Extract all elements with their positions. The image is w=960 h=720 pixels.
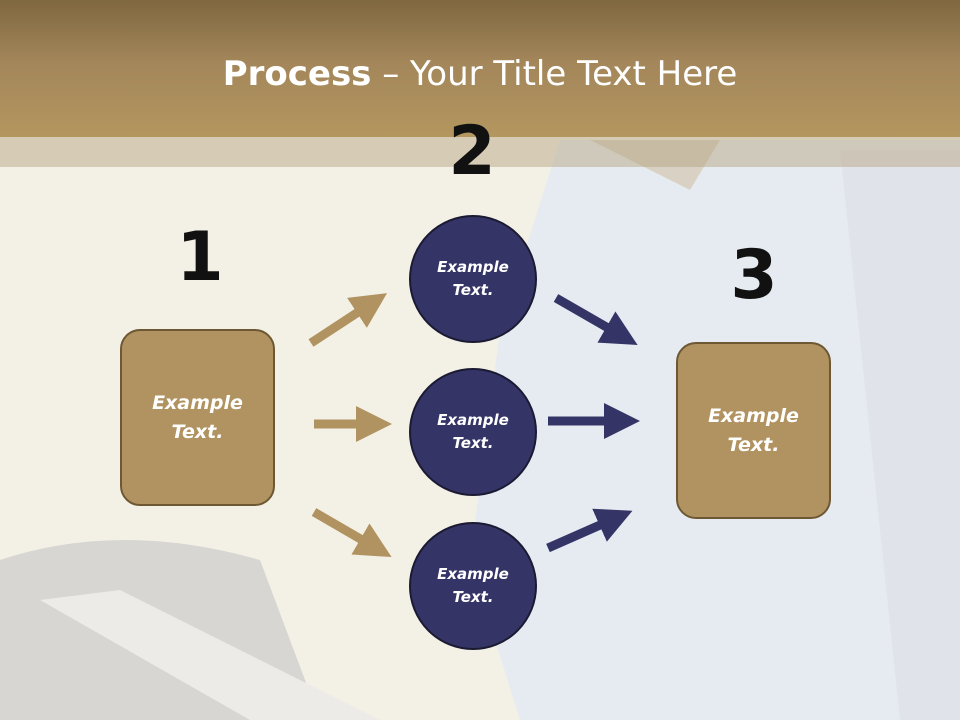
step1-box: Example Text. <box>120 329 275 506</box>
page-title: Process – Your Title Text Here <box>0 50 960 98</box>
step2-circle-middle: Example Text. <box>409 368 537 496</box>
step1-box-text: Example Text. <box>152 391 243 443</box>
title-rest: – Your Title Text Here <box>371 54 738 94</box>
arrow-bottom-to-right <box>546 508 633 553</box>
step2-circle-bottom: Example Text. <box>409 522 537 650</box>
title-bold: Process <box>222 54 372 94</box>
header-strip <box>0 137 960 167</box>
step-number-2: 2 <box>448 112 496 191</box>
step3-box-text: Example Text. <box>708 404 799 456</box>
arrow-left-to-top <box>308 293 388 347</box>
step-number-3: 3 <box>730 236 778 315</box>
circle-bottom-text: Example Text. <box>437 565 509 606</box>
arrow-top-to-right <box>553 294 638 345</box>
step2-circle-top: Example Text. <box>409 215 537 343</box>
circle-middle-text: Example Text. <box>437 411 509 452</box>
step-number-1: 1 <box>176 218 224 297</box>
header-band <box>0 0 960 137</box>
arrow-left-to-bottom <box>311 508 392 558</box>
circle-top-text: Example Text. <box>437 258 509 299</box>
step3-box: Example Text. <box>676 342 831 519</box>
